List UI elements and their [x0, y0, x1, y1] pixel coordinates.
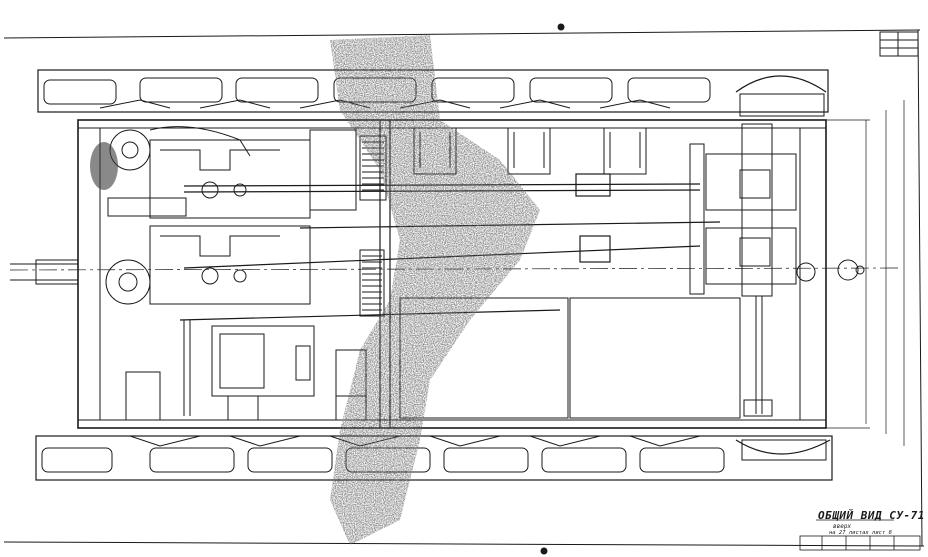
sheet-border-top: [3, 29, 921, 39]
dimension-lines: [826, 100, 905, 446]
drawing-title: ОБЩИЙ ВИД СУ-71: [818, 509, 925, 522]
punch-hole-bottom: [540, 547, 548, 555]
sheet-border-bottom: [3, 541, 925, 547]
corner-stamp: [879, 31, 919, 57]
drawing-sheet-note: на 27 листах лист 8: [829, 530, 892, 536]
engine-assembly: [10, 126, 357, 305]
transmission: [689, 123, 865, 417]
punch-hole-top: [557, 23, 565, 31]
title-block: [799, 519, 921, 551]
ink-smudge-small: [90, 142, 118, 190]
sheet-border-right: [917, 29, 923, 547]
drawing-subtitle: вверх: [833, 523, 852, 530]
track-bottom: [35, 435, 833, 481]
